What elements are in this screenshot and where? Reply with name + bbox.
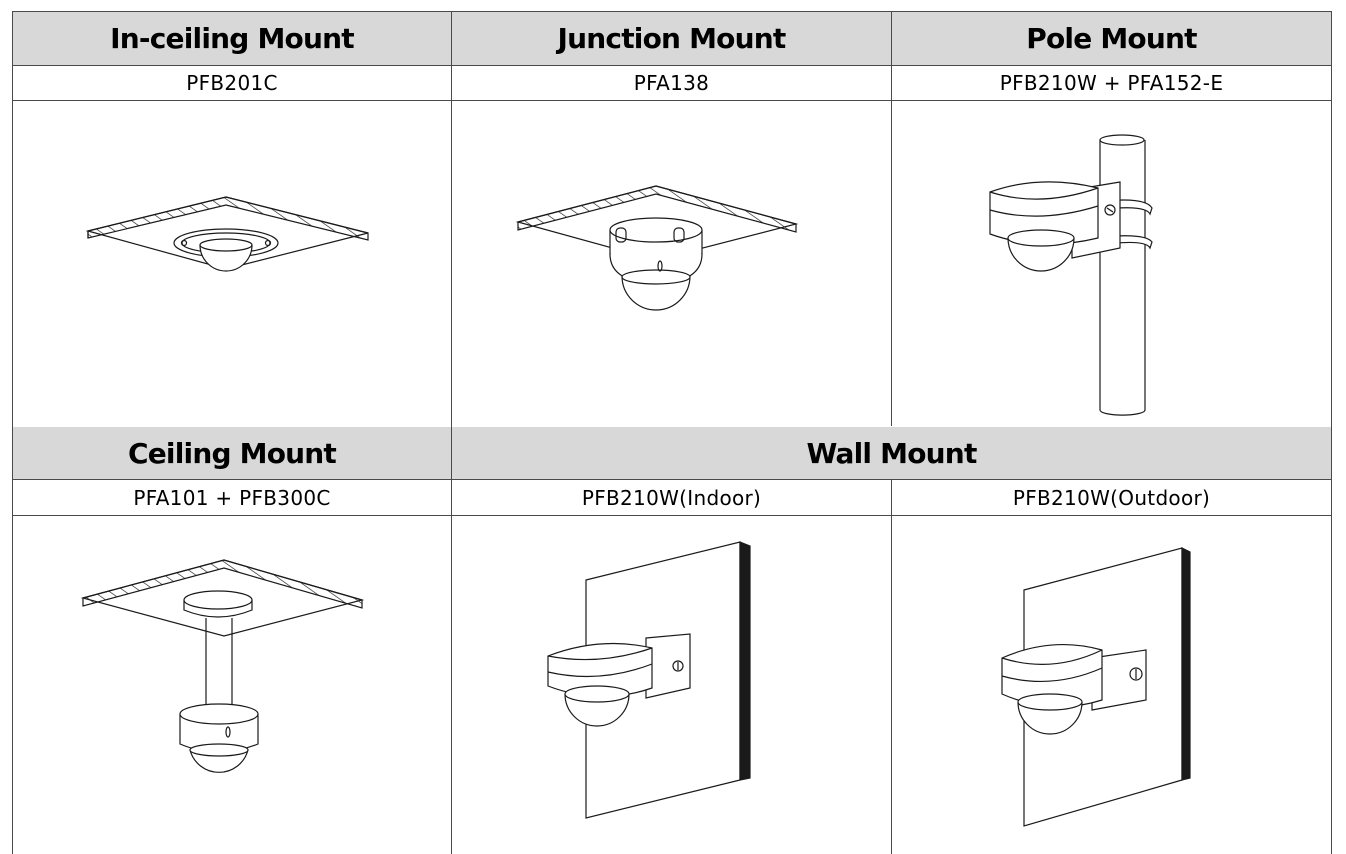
model-wall-indoor: PFB210W(Indoor) (581, 485, 762, 510)
header-wall-mount: Wall Mount (452, 427, 1331, 479)
row-divider-4 (12, 515, 1332, 516)
model-ceiling: PFA101 + PFB300C (133, 485, 331, 510)
row-divider-1 (12, 65, 1332, 66)
table-border-right (1331, 11, 1332, 854)
model-pole: PFB210W + PFA152-E (999, 71, 1224, 95)
model-junction: PFA138 (633, 71, 710, 95)
header-ceiling-mount: Ceiling Mount (13, 427, 451, 479)
wall-mount-outdoor-illustration (992, 540, 1202, 832)
header-in-ceiling-mount: In-ceiling Mount (13, 12, 451, 65)
wall-mount-indoor-illustration (540, 538, 760, 823)
table-col-divider-2b (891, 479, 892, 854)
ceiling-mount-illustration (78, 548, 368, 783)
in-ceiling-mount-illustration (80, 185, 380, 285)
pole-mount-illustration (980, 130, 1170, 425)
header-pole-mount: Pole Mount (892, 12, 1331, 65)
row-divider-3 (12, 479, 1332, 480)
table-border-left (12, 11, 13, 854)
table-border-top (12, 11, 1332, 12)
model-wall-outdoor: PFB210W(Outdoor) (1012, 485, 1211, 510)
table-col-divider-2a (891, 11, 892, 426)
model-in-ceiling: PFB201C (186, 71, 278, 95)
row-divider-2 (12, 100, 1332, 101)
header-junction-mount: Junction Mount (452, 12, 891, 65)
table-col-divider-1 (451, 11, 452, 854)
junction-mount-illustration (510, 178, 810, 318)
